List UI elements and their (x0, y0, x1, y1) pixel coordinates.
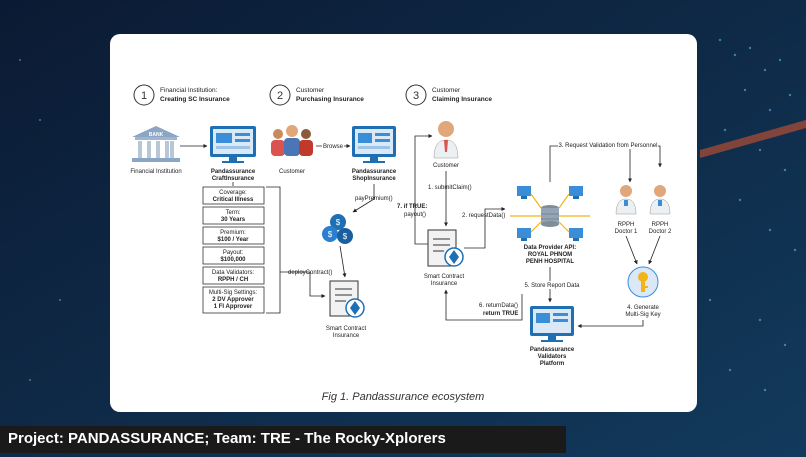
financial-institution-label: Financial Institution (130, 169, 181, 175)
svg-text:Financial Institution:: Financial Institution: (160, 87, 218, 94)
svg-text:Multi-Sig Settings:: Multi-Sig Settings: (209, 290, 258, 296)
svg-text:2 DV Approver: 2 DV Approver (212, 297, 254, 303)
return-data-label-2: return TRUE (483, 311, 518, 317)
shop-insurance-label-2: ShopInsurance (352, 176, 396, 182)
svg-text:$100,000: $100,000 (220, 257, 246, 263)
step-1-header: 1 Financial Institution: Creating SC Ins… (133, 84, 230, 106)
browse-label: Browse (323, 144, 344, 150)
svg-text:$: $ (336, 218, 341, 227)
project-banner-text: Project: PANDASSURANCE; Team: TRE - The … (8, 430, 446, 447)
customer-2-label: Customer (433, 163, 459, 169)
smart-contract-1-label-1: Smart Contract (326, 326, 367, 332)
svg-text:1 FI Approver: 1 FI Approver (214, 304, 253, 310)
setting-data-validators: Data Validators: RPPH / CH (202, 266, 265, 285)
project-banner: Project: PANDASSURANCE; Team: TRE - The … (0, 426, 566, 453)
setting-multisig: Multi-Sig Settings: 2 DV Approver 1 FI A… (202, 286, 265, 314)
svg-text:BANK: BANK (149, 132, 164, 138)
svg-text:Premium:: Premium: (220, 230, 246, 236)
svg-text:Data Validators:: Data Validators: (212, 270, 255, 276)
svg-text:Claiming Insurance: Claiming Insurance (432, 96, 492, 103)
shop-insurance-monitor-icon (352, 126, 396, 163)
coins-icon: $ $ $ (322, 214, 353, 244)
svg-text:RPPH / CH: RPPH / CH (218, 277, 248, 283)
submit-claim-label: 1. submitClaim() (428, 185, 472, 191)
svg-text:Critical Illness: Critical Illness (213, 197, 254, 203)
customer-group-icon (271, 125, 313, 156)
customer-1-label: Customer (279, 169, 305, 175)
smart-contract-1-icon (329, 280, 365, 318)
data-provider-label-2: ROYAL PHNOM (528, 252, 572, 258)
doctor-1-label-1: RPPH (618, 222, 635, 228)
if-true-label: 7. if TRUE: (397, 204, 427, 210)
customer-2-icon (433, 121, 459, 159)
generate-key-label-2: Multi-Sig Key (625, 312, 660, 318)
doctor-2-icon (649, 185, 671, 215)
doctor-1-icon (615, 185, 637, 215)
validators-label-1: Pandassurance (530, 347, 575, 353)
doctor-2-label-2: Doctor 2 (649, 229, 672, 235)
request-validation-label: 3. Request Validation from Personnel (559, 143, 658, 149)
decorative-dots (19, 38, 797, 392)
setting-payout: Payout: $100,000 (202, 246, 265, 265)
shop-insurance-label-1: Pandassurance (352, 169, 397, 175)
return-data-label-1: 6. returnData() (479, 303, 518, 309)
svg-text:Customer: Customer (432, 87, 461, 94)
svg-text:Creating SC Insurance: Creating SC Insurance (160, 96, 230, 103)
validators-platform-monitor-icon (530, 306, 574, 342)
validators-label-2: Validators (538, 354, 567, 360)
setting-premium: Premium: $100 / Year (202, 226, 265, 245)
svg-text:Customer: Customer (296, 87, 325, 94)
smart-contract-1-label-2: Insurance (333, 333, 360, 339)
setting-term: Term: 30 Years (202, 206, 265, 225)
data-provider-network-icon (510, 186, 590, 241)
deploy-contract-label: deployContract() (288, 270, 332, 276)
smart-contract-2-icon (427, 229, 464, 267)
svg-text:Payout:: Payout: (223, 250, 244, 256)
step-2-header: 2 Customer Purchasing Insurance (269, 84, 364, 106)
svg-text:$: $ (343, 232, 348, 241)
smart-contract-2-label-2: Insurance (431, 281, 458, 287)
craft-insurance-label-2: CraftInsurance (212, 176, 255, 182)
svg-text:$100 / Year: $100 / Year (218, 237, 250, 243)
generate-key-label-1: 4. Generate (627, 305, 659, 311)
craft-insurance-monitor-icon (210, 126, 256, 163)
svg-text:30 Years: 30 Years (221, 217, 246, 223)
smart-contract-2-label-1: Smart Contract (424, 274, 465, 280)
svg-text:Term:: Term: (226, 210, 241, 216)
validators-label-3: Platform (540, 361, 564, 367)
svg-text:1: 1 (141, 90, 147, 102)
doctor-2-label-1: RPPH (652, 222, 669, 228)
step-3-header: 3 Customer Claiming Insurance (405, 84, 492, 106)
payout-label: payout() (404, 212, 426, 218)
data-provider-label-3: PENH HOSPITAL (526, 259, 575, 265)
svg-text:$: $ (328, 230, 333, 239)
pay-premium-label: payPremium() (355, 196, 393, 202)
setting-coverage: Coverage: Critical Illness (202, 186, 265, 205)
svg-text:3: 3 (413, 90, 419, 102)
bank-icon: BANK (132, 126, 180, 162)
doctor-1-label-2: Doctor 1 (615, 229, 638, 235)
orange-streak (700, 120, 806, 158)
store-report-label: 5. Store Report Data (524, 283, 580, 289)
ecosystem-diagram: 1 Financial Institution: Creating SC Ins… (130, 84, 672, 403)
svg-text:2: 2 (277, 90, 283, 102)
multisig-key-icon (627, 266, 659, 298)
svg-text:Coverage:: Coverage: (219, 190, 247, 196)
request-data-label: 2. requestData() (462, 213, 505, 219)
figure-caption: Fig 1. Pandassurance ecosystem (322, 391, 485, 403)
data-provider-label-1: Data Provider API: (524, 245, 576, 251)
svg-text:Purchasing Insurance: Purchasing Insurance (296, 96, 364, 103)
craft-insurance-label-1: Pandassurance (211, 169, 256, 175)
